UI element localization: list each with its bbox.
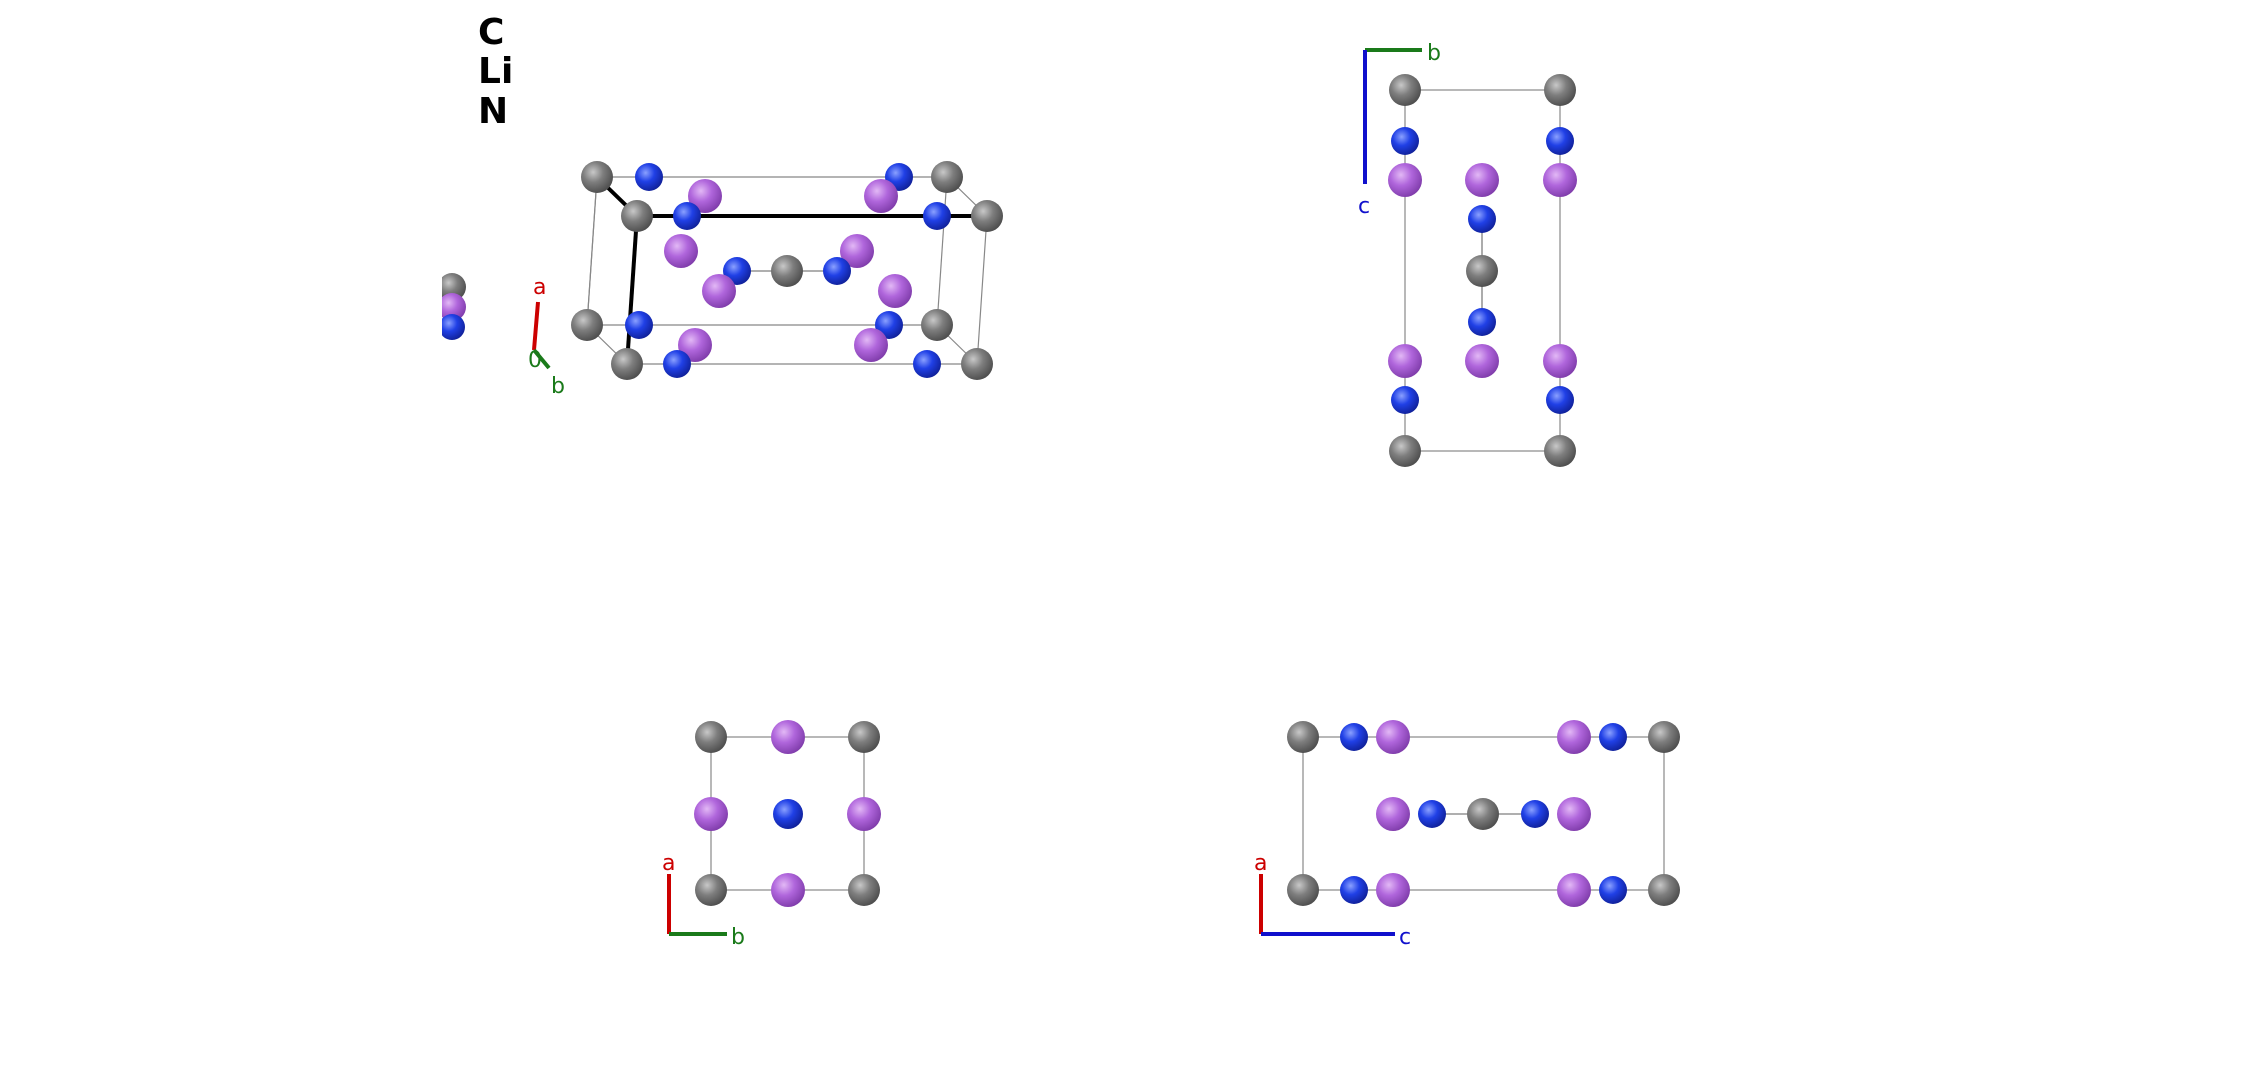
atom-li bbox=[1557, 797, 1591, 831]
atom-c bbox=[848, 721, 880, 753]
atom-li bbox=[1543, 163, 1577, 197]
atom-li bbox=[1388, 163, 1422, 197]
atom-li bbox=[1376, 873, 1410, 907]
atom-n bbox=[773, 799, 803, 829]
atom-n bbox=[673, 202, 701, 230]
atom-li bbox=[1465, 344, 1499, 378]
atom-n bbox=[723, 257, 751, 285]
atom-n bbox=[1340, 876, 1368, 904]
atom-n bbox=[1599, 723, 1627, 751]
atom-li bbox=[864, 179, 898, 213]
atom-n bbox=[1468, 308, 1496, 336]
axis-label-b: b bbox=[1427, 41, 1441, 66]
atom-c bbox=[1648, 874, 1680, 906]
view-along-b: a c bbox=[1254, 720, 1680, 950]
atom-n bbox=[1546, 386, 1574, 414]
atom-c bbox=[1466, 255, 1498, 287]
perspective-view: a b 0 bbox=[430, 161, 1003, 399]
atom-li bbox=[854, 328, 888, 362]
atom-n bbox=[625, 311, 653, 339]
atom-li bbox=[771, 873, 805, 907]
atom-n bbox=[1418, 800, 1446, 828]
atom-c bbox=[695, 721, 727, 753]
atom-c bbox=[771, 255, 803, 287]
atom-n bbox=[823, 257, 851, 285]
atom-li bbox=[878, 274, 912, 308]
atom-n bbox=[1546, 127, 1574, 155]
atom-c bbox=[621, 200, 653, 232]
atom-li bbox=[1376, 797, 1410, 831]
atom-n bbox=[663, 350, 691, 378]
atom-partial bbox=[438, 273, 466, 301]
axis-label-c: c bbox=[1358, 194, 1370, 219]
atom-n bbox=[635, 163, 663, 191]
atom-c bbox=[1544, 74, 1576, 106]
atom-n bbox=[1340, 723, 1368, 751]
axis-triad: a b bbox=[662, 851, 745, 950]
atom-n bbox=[1391, 127, 1419, 155]
view-along-c: a b bbox=[662, 720, 881, 950]
axis-label-a: a bbox=[1254, 851, 1267, 876]
atom-c bbox=[1389, 74, 1421, 106]
atom-n bbox=[1391, 386, 1419, 414]
atom-li bbox=[1376, 720, 1410, 754]
atom-n bbox=[1468, 205, 1496, 233]
atom-li bbox=[702, 274, 736, 308]
atom-c bbox=[571, 309, 603, 341]
atom-n bbox=[913, 350, 941, 378]
atom-li bbox=[847, 797, 881, 831]
atom-n bbox=[1599, 876, 1627, 904]
atom-partial bbox=[438, 293, 466, 321]
element-legend: C Li N bbox=[478, 12, 513, 132]
atom-c bbox=[581, 161, 613, 193]
atoms bbox=[694, 720, 881, 907]
axis-label-b: b bbox=[731, 925, 745, 950]
atom-li bbox=[1543, 344, 1577, 378]
atom-c bbox=[1648, 721, 1680, 753]
atoms bbox=[1287, 720, 1680, 907]
axis-label-a: a bbox=[662, 851, 675, 876]
atom-c bbox=[971, 200, 1003, 232]
atom-li bbox=[1557, 873, 1591, 907]
atom-c bbox=[611, 348, 643, 380]
atom-li bbox=[1557, 720, 1591, 754]
atom-partial bbox=[439, 314, 465, 340]
atom-n bbox=[923, 202, 951, 230]
axis-triad: b c bbox=[1358, 41, 1441, 219]
legend-element-lithium: Li bbox=[478, 51, 513, 92]
axis-label-b: b bbox=[551, 374, 565, 399]
legend-element-carbon: C bbox=[478, 12, 504, 53]
atom-c bbox=[1389, 435, 1421, 467]
atom-li bbox=[664, 234, 698, 268]
atom-li bbox=[688, 179, 722, 213]
atom-c bbox=[1544, 435, 1576, 467]
atom-n bbox=[1521, 800, 1549, 828]
axis-triad: a b 0 bbox=[528, 275, 565, 399]
atom-li bbox=[694, 797, 728, 831]
atom-c bbox=[1287, 721, 1319, 753]
atom-c bbox=[1287, 874, 1319, 906]
atom-c bbox=[961, 348, 993, 380]
axis-label-a: a bbox=[533, 275, 546, 300]
partial-edge-atoms bbox=[430, 270, 466, 350]
atom-n bbox=[875, 311, 903, 339]
view-along-a: b c bbox=[1358, 41, 1577, 467]
atom-c bbox=[921, 309, 953, 341]
atom-c bbox=[1467, 798, 1499, 830]
axis-triad: a c bbox=[1254, 851, 1411, 950]
atom-c bbox=[848, 874, 880, 906]
atom-li bbox=[840, 234, 874, 268]
atom-c bbox=[695, 874, 727, 906]
atoms bbox=[571, 161, 1003, 380]
axis-label-origin: 0 bbox=[528, 348, 542, 373]
axis-label-c: c bbox=[1399, 925, 1411, 950]
atom-li bbox=[678, 328, 712, 362]
atom-c bbox=[931, 161, 963, 193]
atom-li bbox=[1388, 344, 1422, 378]
legend-element-nitrogen: N bbox=[478, 91, 508, 132]
atoms bbox=[1388, 74, 1577, 467]
atom-li bbox=[1465, 163, 1499, 197]
atom-li bbox=[771, 720, 805, 754]
